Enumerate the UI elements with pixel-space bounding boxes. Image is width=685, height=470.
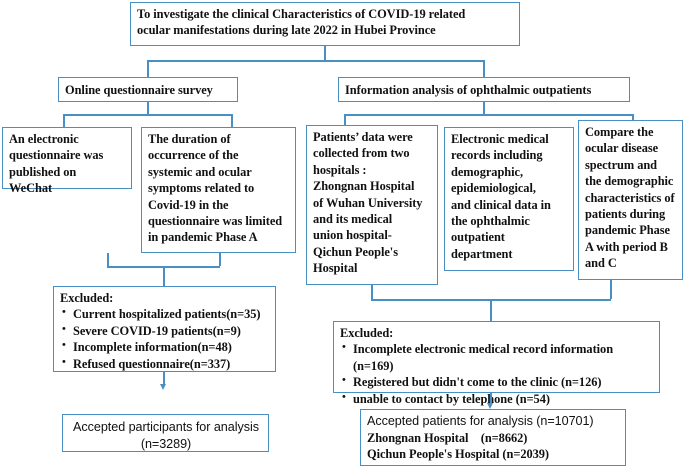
connector-excluded-left-to-accepted xyxy=(163,372,165,386)
connector-left-merge-stem xyxy=(163,266,165,286)
list-item: Current hospitalized patients(n=35) xyxy=(62,305,270,323)
connector-left-a-down xyxy=(107,253,109,266)
node-accepted-left-line1: Accepted participants for analysis xyxy=(73,420,259,434)
connector-aim-to-right xyxy=(483,60,485,77)
list-item: Registered but didn't come to the clinic… xyxy=(342,373,654,391)
node-right-c: Compare the ocular disease spectrum and … xyxy=(578,120,683,280)
list-item: Incomplete electronic medical record inf… xyxy=(342,340,654,374)
node-right-c-line2: ocular disease xyxy=(585,141,659,156)
connector-left-branch-to-a xyxy=(63,114,65,127)
node-right-b: Electronic medical records including dem… xyxy=(444,127,574,271)
node-right-c-line9: and C xyxy=(585,256,617,270)
node-left-a-line4: WeChat xyxy=(9,181,53,196)
node-excluded-right-header: Excluded: xyxy=(340,326,394,340)
connector-aim-to-left xyxy=(147,60,149,77)
node-left-b-line6: questionnaire was limited xyxy=(148,213,283,228)
connector-right-a-down xyxy=(371,285,373,299)
node-left-b-line2: occurrence of the xyxy=(148,148,239,163)
connector-aim-stem xyxy=(324,46,326,60)
connector-aim-bus xyxy=(147,60,484,62)
node-excluded-left: Excluded: Current hospitalized patients(… xyxy=(53,286,276,372)
node-accepted-right-line1: Accepted patients for analysis (n=10701) xyxy=(367,414,594,428)
arrowhead-right xyxy=(487,403,493,409)
node-left-b-line3: systemic and ocular xyxy=(148,164,252,179)
node-accepted-right-line2: Zhongnan Hospital (n=8662) xyxy=(367,430,528,445)
node-right-c-line8: A with period B xyxy=(585,239,668,254)
connector-right-c-down xyxy=(610,280,612,299)
node-left-b-line4: symptoms related to xyxy=(148,181,255,196)
node-right-a-line1: Patients’ data were xyxy=(313,130,413,144)
node-right-b-line7: outpatient xyxy=(451,230,505,245)
list-item: Refused questionnaire(n=337) xyxy=(62,355,270,373)
node-accepted-left: Accepted participants for analysis (n=32… xyxy=(62,414,269,452)
node-right-a-line7: union hospital- xyxy=(313,228,392,243)
node-right-b-line8: department xyxy=(451,246,513,261)
node-branch-right: Information analysis of ophthalmic outpa… xyxy=(338,77,630,102)
connector-left-b-down xyxy=(219,253,221,266)
node-accepted-left-line2: (n=3289) xyxy=(140,436,192,451)
node-right-a-line4: Zhongnan Hospital xyxy=(313,179,415,194)
node-excluded-right: Excluded: Incomplete electronic medical … xyxy=(333,321,660,406)
node-right-a-line3: hospitals : xyxy=(313,162,367,177)
node-right-c-line7: pandemic Phase xyxy=(585,223,671,238)
node-excluded-right-list: Incomplete electronic medical record inf… xyxy=(340,340,654,408)
node-right-c-line1: Compare the xyxy=(585,125,654,139)
node-aim: To investigate the clinical Characterist… xyxy=(130,2,520,46)
node-right-a: Patients’ data were collected from two h… xyxy=(306,125,438,285)
connector-right-branch-stem xyxy=(483,102,485,114)
node-right-a-line6: and its medical xyxy=(313,211,393,226)
node-aim-line2: ocular manifestations during late 2022 i… xyxy=(137,23,436,38)
list-item: Incomplete information(n=48) xyxy=(62,338,270,356)
node-right-b-line4: epidemiological, xyxy=(451,181,536,196)
list-item: unable to contact by telephone (n=54) xyxy=(342,390,654,408)
node-branch-left-label: Online questionnaire survey xyxy=(65,83,213,97)
node-aim-line1: To investigate the clinical Characterist… xyxy=(137,7,466,21)
node-left-a-line3: published on xyxy=(9,164,77,179)
node-right-b-line1: Electronic medical xyxy=(451,132,549,146)
connector-right-branch-bus xyxy=(344,114,634,116)
connector-excluded-right-to-accepted xyxy=(490,393,492,405)
node-right-b-line5: and clinical data in xyxy=(451,197,551,212)
connector-left-branch-to-b xyxy=(231,114,233,127)
node-accepted-right-line3: Qichun People's Hospital (n=2039) xyxy=(367,446,549,461)
node-left-a-line1: An electronic xyxy=(9,132,79,146)
node-right-c-line5: characteristics of xyxy=(585,190,675,205)
node-right-b-line2: records including xyxy=(451,148,543,163)
node-left-a: An electronic questionnaire was publishe… xyxy=(2,127,132,195)
connector-right-branch-to-a xyxy=(344,114,346,127)
node-left-b: The duration of occurrence of the system… xyxy=(141,127,296,253)
node-right-a-line2: collected from two xyxy=(313,146,410,161)
connector-left-branch-stem xyxy=(147,102,149,114)
node-right-b-line6: the ophthalmic xyxy=(451,213,530,228)
connector-right-merge-stem xyxy=(490,299,492,321)
node-left-b-line5: Covid-19 in the xyxy=(148,197,229,212)
node-right-a-line9: Hospital xyxy=(313,261,358,275)
node-left-b-line7: in pandemic Phase A xyxy=(148,230,258,245)
node-right-c-line6: patients during xyxy=(585,206,666,221)
node-right-c-line3: spectrum and xyxy=(585,157,658,172)
node-accepted-right: Accepted patients for analysis (n=10701)… xyxy=(360,409,626,466)
node-branch-left: Online questionnaire survey xyxy=(58,77,238,102)
node-left-b-line1: The duration of xyxy=(148,132,231,146)
arrowhead-left xyxy=(160,384,166,390)
node-excluded-left-header: Excluded: xyxy=(60,291,114,305)
node-right-a-line5: of Wuhan University xyxy=(313,195,423,210)
connector-left-branch-bus xyxy=(63,114,233,116)
node-excluded-left-list: Current hospitalized patients(n=35) Seve… xyxy=(60,305,270,373)
node-right-c-line4: the demographic xyxy=(585,174,674,189)
node-right-b-line3: demographic, xyxy=(451,164,524,179)
list-item: Severe COVID-19 patients(n=9) xyxy=(62,322,270,340)
node-right-a-line8: Qichun People's xyxy=(313,244,398,259)
node-left-a-line2: questionnaire was xyxy=(9,148,104,163)
node-branch-right-label: Information analysis of ophthalmic outpa… xyxy=(345,83,592,97)
